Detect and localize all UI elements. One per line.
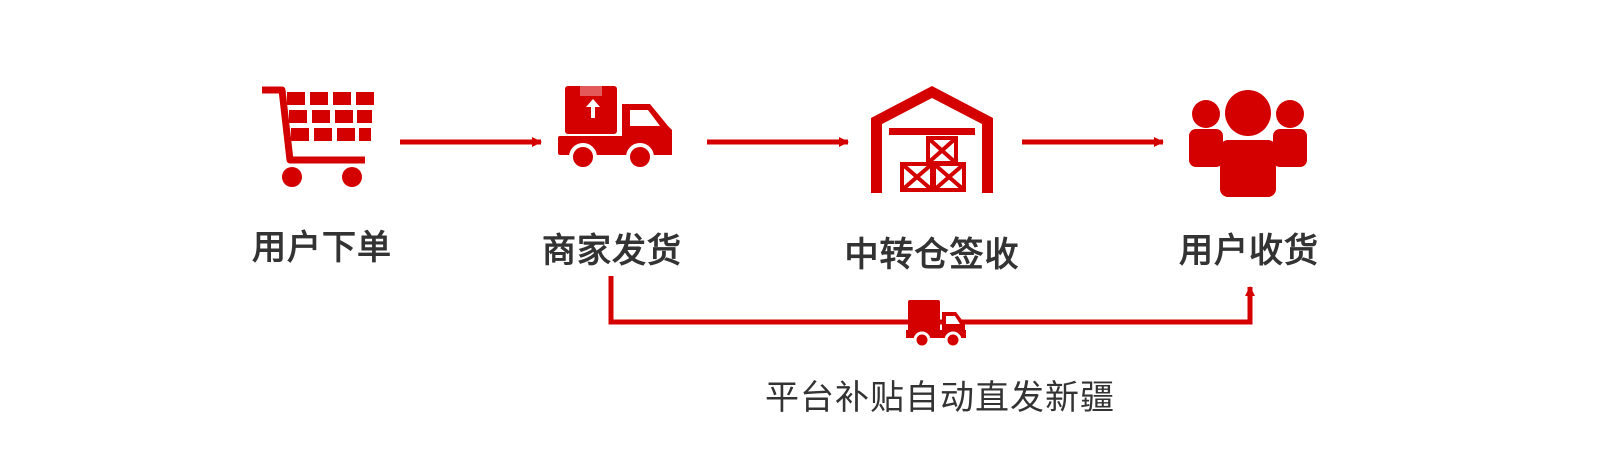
delivery-truck-icon xyxy=(558,86,672,171)
direct-route-label: 平台补贴自动直发新疆 xyxy=(765,378,1115,418)
warehouse-icon xyxy=(871,86,993,193)
user-group-icon xyxy=(1189,90,1307,197)
step-label-merchant-ship: 商家发货 xyxy=(542,231,682,271)
shopping-cart-icon xyxy=(262,86,374,187)
small-truck-icon xyxy=(906,300,966,349)
step-label-warehouse-signed: 中转仓签收 xyxy=(844,235,1020,275)
step-label-user-received: 用户收货 xyxy=(1179,231,1319,271)
step-label-place-order: 用户下单 xyxy=(252,228,392,268)
